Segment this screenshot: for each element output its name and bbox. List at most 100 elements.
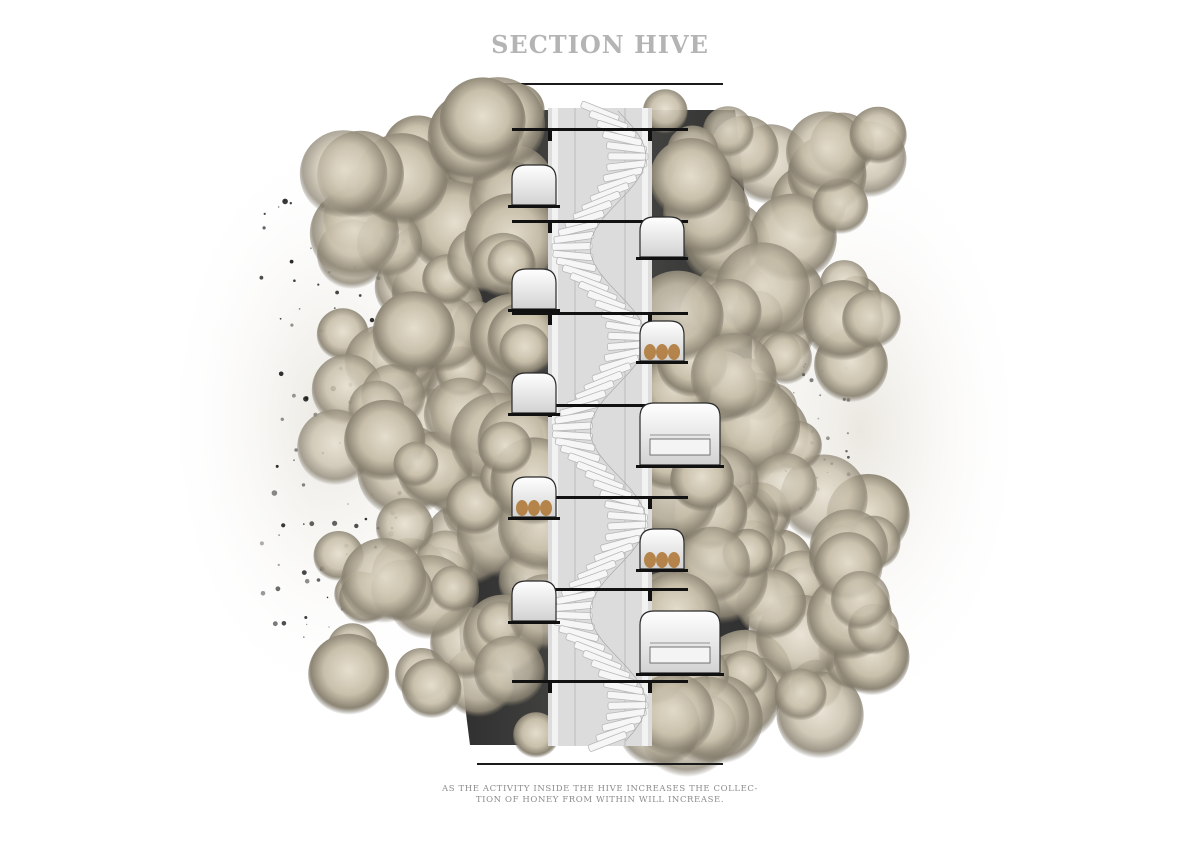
caption-overline bbox=[477, 763, 723, 765]
stair-rail bbox=[589, 245, 592, 256]
stair-tread bbox=[605, 708, 647, 721]
pod-shell bbox=[511, 580, 557, 622]
pod-left bbox=[508, 164, 560, 208]
speckle bbox=[317, 283, 320, 286]
slab-post bbox=[648, 683, 652, 693]
speckle bbox=[301, 483, 306, 487]
speckle bbox=[271, 490, 278, 496]
speckle bbox=[263, 212, 266, 215]
speckle bbox=[290, 323, 294, 327]
speckle bbox=[328, 626, 330, 628]
stair-rail bbox=[644, 695, 647, 706]
speckle bbox=[280, 417, 284, 421]
pod-left bbox=[508, 476, 560, 520]
cloud-cell bbox=[849, 106, 907, 164]
stair-rail bbox=[592, 443, 599, 454]
speckle bbox=[259, 275, 264, 280]
stair-tread bbox=[607, 701, 649, 710]
stair-rail bbox=[631, 542, 639, 553]
pod-floor bbox=[508, 517, 560, 520]
stair-rail bbox=[612, 380, 622, 391]
stair-rail bbox=[624, 299, 633, 310]
speckle bbox=[277, 563, 280, 567]
slab-post bbox=[548, 223, 552, 233]
speckle bbox=[303, 636, 305, 638]
speckle bbox=[278, 371, 284, 377]
pod-shell bbox=[639, 402, 721, 466]
stair-rail bbox=[613, 470, 623, 481]
speckle bbox=[289, 202, 292, 205]
speckle bbox=[335, 290, 339, 295]
stair-rail bbox=[596, 632, 604, 643]
stair-rail bbox=[607, 281, 617, 292]
pod-floor bbox=[508, 205, 560, 208]
speckle bbox=[793, 392, 795, 394]
speckle bbox=[819, 394, 822, 397]
bed bbox=[649, 438, 711, 456]
speckle bbox=[846, 432, 850, 435]
pod-shell bbox=[639, 610, 721, 674]
stair-rail bbox=[589, 416, 594, 427]
speckle bbox=[301, 570, 307, 575]
pod-shell bbox=[511, 268, 557, 310]
caption: AS THE ACTIVITY INSIDE THE HIVE INCREASE… bbox=[0, 784, 1200, 806]
stair-rail bbox=[592, 407, 599, 418]
figure bbox=[644, 552, 656, 568]
stair-rail bbox=[641, 686, 646, 697]
caption-line-2: TION OF HONEY FROM WITHIN WILL INCREASE. bbox=[475, 795, 725, 805]
stair-rail bbox=[603, 641, 612, 652]
stair-rail bbox=[590, 434, 594, 445]
pod-shell bbox=[511, 164, 557, 206]
slab-post bbox=[648, 591, 652, 601]
speckle bbox=[275, 586, 281, 592]
speckle bbox=[275, 464, 279, 468]
figure bbox=[668, 552, 680, 568]
stair-rail bbox=[589, 605, 592, 616]
speckle bbox=[309, 521, 315, 527]
cloud-cell bbox=[842, 290, 901, 349]
speckle bbox=[847, 455, 850, 459]
stair-rail bbox=[594, 263, 601, 274]
speckle bbox=[298, 308, 301, 310]
stair-rail bbox=[644, 155, 647, 166]
honeycomb-clouds bbox=[297, 77, 910, 777]
stair-tread bbox=[587, 731, 628, 752]
stair-rail bbox=[606, 569, 616, 580]
figure bbox=[644, 344, 656, 360]
pod-right bbox=[636, 610, 724, 676]
floor-slab bbox=[512, 220, 688, 223]
slab-post bbox=[648, 315, 652, 325]
slab-post bbox=[548, 683, 552, 693]
floor-slab bbox=[512, 588, 688, 591]
pod-floor bbox=[636, 361, 688, 364]
stair-rail bbox=[599, 272, 608, 283]
cloud-cell bbox=[308, 633, 390, 715]
speckle bbox=[333, 307, 336, 309]
speckle bbox=[845, 450, 848, 453]
speckle bbox=[272, 621, 278, 627]
speckle bbox=[279, 317, 282, 320]
stair-tread bbox=[553, 231, 595, 244]
stair-tread bbox=[606, 159, 648, 172]
stair-rail bbox=[637, 497, 644, 508]
cloud-cell bbox=[774, 668, 827, 721]
stair-rail bbox=[626, 119, 635, 130]
pod-right bbox=[636, 528, 688, 572]
pod-left bbox=[508, 268, 560, 312]
pod-left bbox=[508, 580, 560, 624]
pod-left bbox=[508, 372, 560, 416]
figure bbox=[656, 344, 668, 360]
speckle bbox=[303, 523, 305, 525]
stair-tread bbox=[552, 249, 594, 262]
speckle bbox=[304, 578, 310, 584]
stair-rail bbox=[644, 146, 647, 157]
stair-rail bbox=[643, 704, 647, 715]
stair-rail bbox=[642, 506, 646, 517]
stair-rail bbox=[615, 290, 625, 301]
stair-rail bbox=[618, 191, 628, 202]
stair-tread bbox=[551, 242, 593, 251]
pod-floor bbox=[508, 413, 560, 416]
speckle bbox=[278, 534, 280, 536]
floor-slabs bbox=[512, 128, 688, 693]
speckle bbox=[354, 523, 359, 529]
